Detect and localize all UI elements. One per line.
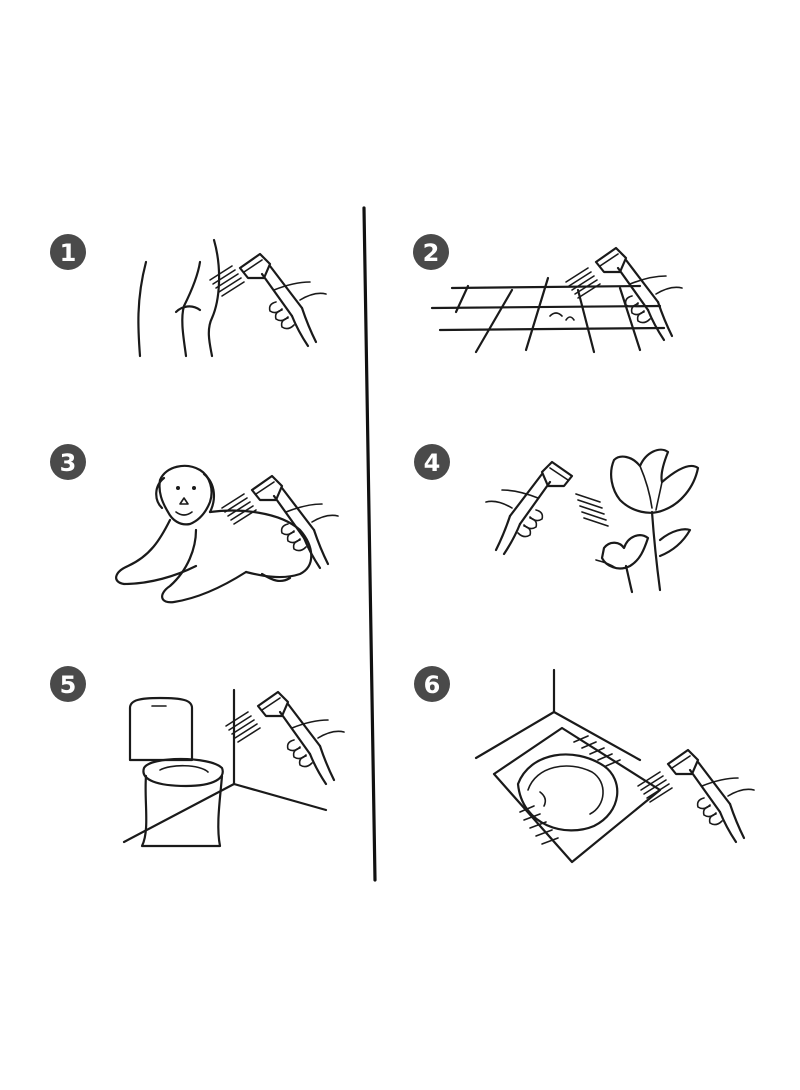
step-6: 6 [414,666,756,864]
step-5-number: 5 [60,671,77,699]
spray-body-icon [137,238,328,358]
step-2-number: 2 [423,239,440,267]
step-3-badge: 3 [50,444,86,480]
step-5-badge: 5 [50,666,86,702]
step-4: 4 [414,444,700,594]
spray-dog-icon [115,464,340,604]
step-2-badge: 2 [413,234,449,270]
step-5: 5 [50,666,346,848]
step-3-number: 3 [60,449,77,477]
step-1-badge: 1 [50,234,86,270]
step-6-badge: 6 [414,666,450,702]
spray-toilet-icon [122,688,346,848]
step-4-badge: 4 [414,444,450,480]
step-6-number: 6 [424,671,441,699]
step-2: 2 [413,234,684,354]
step-1-number: 1 [60,239,77,267]
step-1: 1 [50,234,328,358]
spray-squat-toilet-icon [474,668,756,864]
step-3: 3 [50,444,340,604]
spray-floor-icon [430,246,684,354]
spray-flowers-icon [484,448,700,594]
step-4-number: 4 [424,449,441,477]
center-divider [362,206,377,882]
